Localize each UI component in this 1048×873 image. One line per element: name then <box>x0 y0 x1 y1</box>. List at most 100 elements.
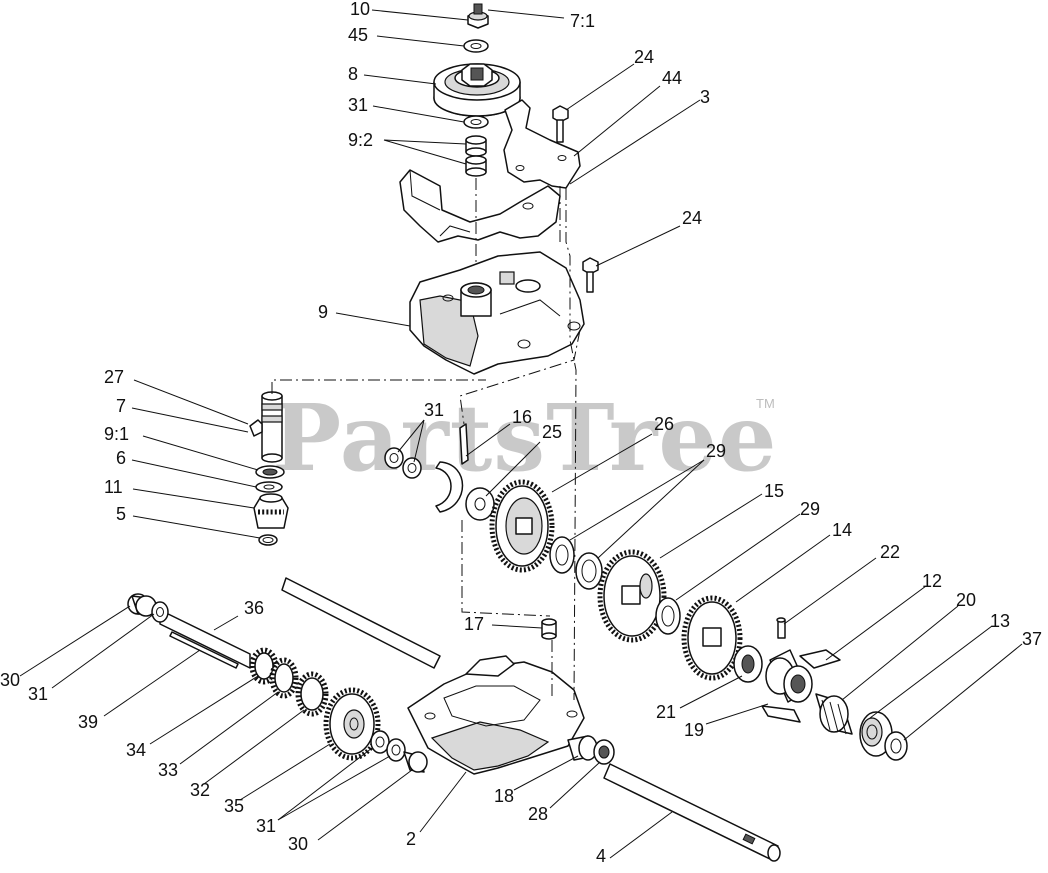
callout-44: 44 <box>662 68 682 88</box>
callout-18: 18 <box>494 786 514 806</box>
part-ring-5[interactable] <box>258 534 278 546</box>
callout-12: 12 <box>922 571 942 591</box>
callout-21: 21 <box>656 702 676 722</box>
part-bushing-30-low[interactable] <box>403 751 428 773</box>
part-clutch-19[interactable] <box>761 649 813 723</box>
watermark-trademark: TM <box>756 396 775 411</box>
part-bushing-30-left[interactable] <box>127 593 157 617</box>
callout-31-top: 31 <box>348 95 368 115</box>
callout-10: 10 <box>350 0 370 19</box>
part-washer-31-mid-b[interactable] <box>402 457 422 479</box>
part-gear-32[interactable] <box>295 671 329 717</box>
part-housing-9[interactable] <box>409 251 585 375</box>
part-washer-31-left[interactable] <box>151 601 169 623</box>
part-shaft-36[interactable] <box>159 577 441 669</box>
part-washer-31-top[interactable] <box>463 115 489 129</box>
callout-36: 36 <box>244 598 264 618</box>
part-washer-31-low-a[interactable] <box>370 730 390 754</box>
callout-31-mid: 31 <box>424 400 444 420</box>
callout-31-left: 31 <box>28 684 48 704</box>
callout-11: 11 <box>104 477 123 497</box>
callout-4: 4 <box>596 846 606 866</box>
part-bearing-9-2-upper[interactable] <box>465 135 487 157</box>
part-pin-22[interactable] <box>776 617 786 639</box>
callout-7: 7 <box>116 396 126 416</box>
alignment-lines <box>271 178 581 701</box>
part-sleeve-20[interactable] <box>815 693 853 735</box>
callout-6: 6 <box>116 448 126 468</box>
callout-28: 28 <box>528 804 548 824</box>
part-gear-15[interactable] <box>597 549 667 643</box>
callout-26: 26 <box>654 414 674 434</box>
callout-24-top: 24 <box>634 47 654 67</box>
part-washer-45[interactable] <box>463 39 489 53</box>
callout-19: 19 <box>684 720 704 740</box>
part-shift-plate-3[interactable] <box>399 169 561 243</box>
callout-9-2: 9:2 <box>348 130 373 150</box>
callout-16: 16 <box>512 407 532 427</box>
part-gear-26[interactable] <box>489 479 555 573</box>
watermark: PartsTree <box>272 384 777 492</box>
callout-37: 37 <box>1022 629 1042 649</box>
callout-2: 2 <box>406 829 416 849</box>
part-shift-fork-16[interactable] <box>435 423 469 513</box>
callout-27: 27 <box>104 367 124 387</box>
callout-9-1: 9:1 <box>104 424 129 444</box>
callout-13: 13 <box>990 611 1010 631</box>
part-ring-21[interactable] <box>733 645 763 683</box>
callout-35: 35 <box>224 796 244 816</box>
callout-32: 32 <box>190 780 210 800</box>
callout-25: 25 <box>542 422 562 442</box>
part-key-12[interactable] <box>799 649 841 669</box>
part-washer-31-mid-a[interactable] <box>384 447 404 469</box>
part-washer-29-b[interactable] <box>575 552 603 590</box>
part-washer-31-low-b[interactable] <box>386 738 406 762</box>
part-pinion-11[interactable] <box>253 493 289 529</box>
part-key-7[interactable] <box>249 419 263 437</box>
callout-22: 22 <box>880 542 900 562</box>
part-case-2[interactable] <box>407 655 585 775</box>
callout-24-mid: 24 <box>682 208 702 228</box>
part-bolt-24-upper[interactable] <box>552 105 569 143</box>
part-bearing-9-2-lower[interactable] <box>465 155 487 177</box>
callout-34: 34 <box>126 740 146 760</box>
part-nut-10[interactable] <box>467 3 489 29</box>
callout-14: 14 <box>832 520 852 540</box>
callout-39: 39 <box>78 712 98 732</box>
callout-5: 5 <box>116 504 126 524</box>
part-washer-6[interactable] <box>255 481 283 493</box>
part-shaft-27[interactable] <box>261 391 283 463</box>
part-bolt-24-lower[interactable] <box>582 257 599 293</box>
callout-33: 33 <box>158 760 178 780</box>
part-gear-14[interactable] <box>681 595 743 681</box>
part-bearing-28[interactable] <box>593 739 615 765</box>
callout-20: 20 <box>956 590 976 610</box>
part-bearing-13[interactable] <box>859 711 893 757</box>
callout-9: 9 <box>318 302 328 322</box>
part-bearing-18[interactable] <box>567 735 598 761</box>
callout-7-1: 7:1 <box>570 11 595 31</box>
callout-15: 15 <box>764 481 784 501</box>
part-gear-35[interactable] <box>323 687 381 761</box>
part-washer-25[interactable] <box>465 487 495 521</box>
part-pin-39[interactable] <box>169 631 239 669</box>
callout-29-a: 29 <box>706 441 726 461</box>
part-bushing-17[interactable] <box>541 618 557 640</box>
part-axle-4[interactable] <box>603 763 781 862</box>
callout-30-left: 30 <box>0 670 20 690</box>
part-washer-29-a[interactable] <box>549 536 575 574</box>
callout-29-b: 29 <box>800 499 820 519</box>
leader-lines <box>19 9 1023 859</box>
callout-30-low: 30 <box>288 834 308 854</box>
part-washer-29-c[interactable] <box>655 597 681 635</box>
part-gear-33[interactable] <box>269 657 299 699</box>
callout-45: 45 <box>348 25 368 45</box>
callout-17: 17 <box>464 614 484 634</box>
callout-3: 3 <box>700 87 710 107</box>
callout-8: 8 <box>348 64 358 84</box>
callout-31-low: 31 <box>256 816 276 836</box>
part-washer-37[interactable] <box>884 731 908 761</box>
part-bearing-9-1[interactable] <box>255 465 285 479</box>
